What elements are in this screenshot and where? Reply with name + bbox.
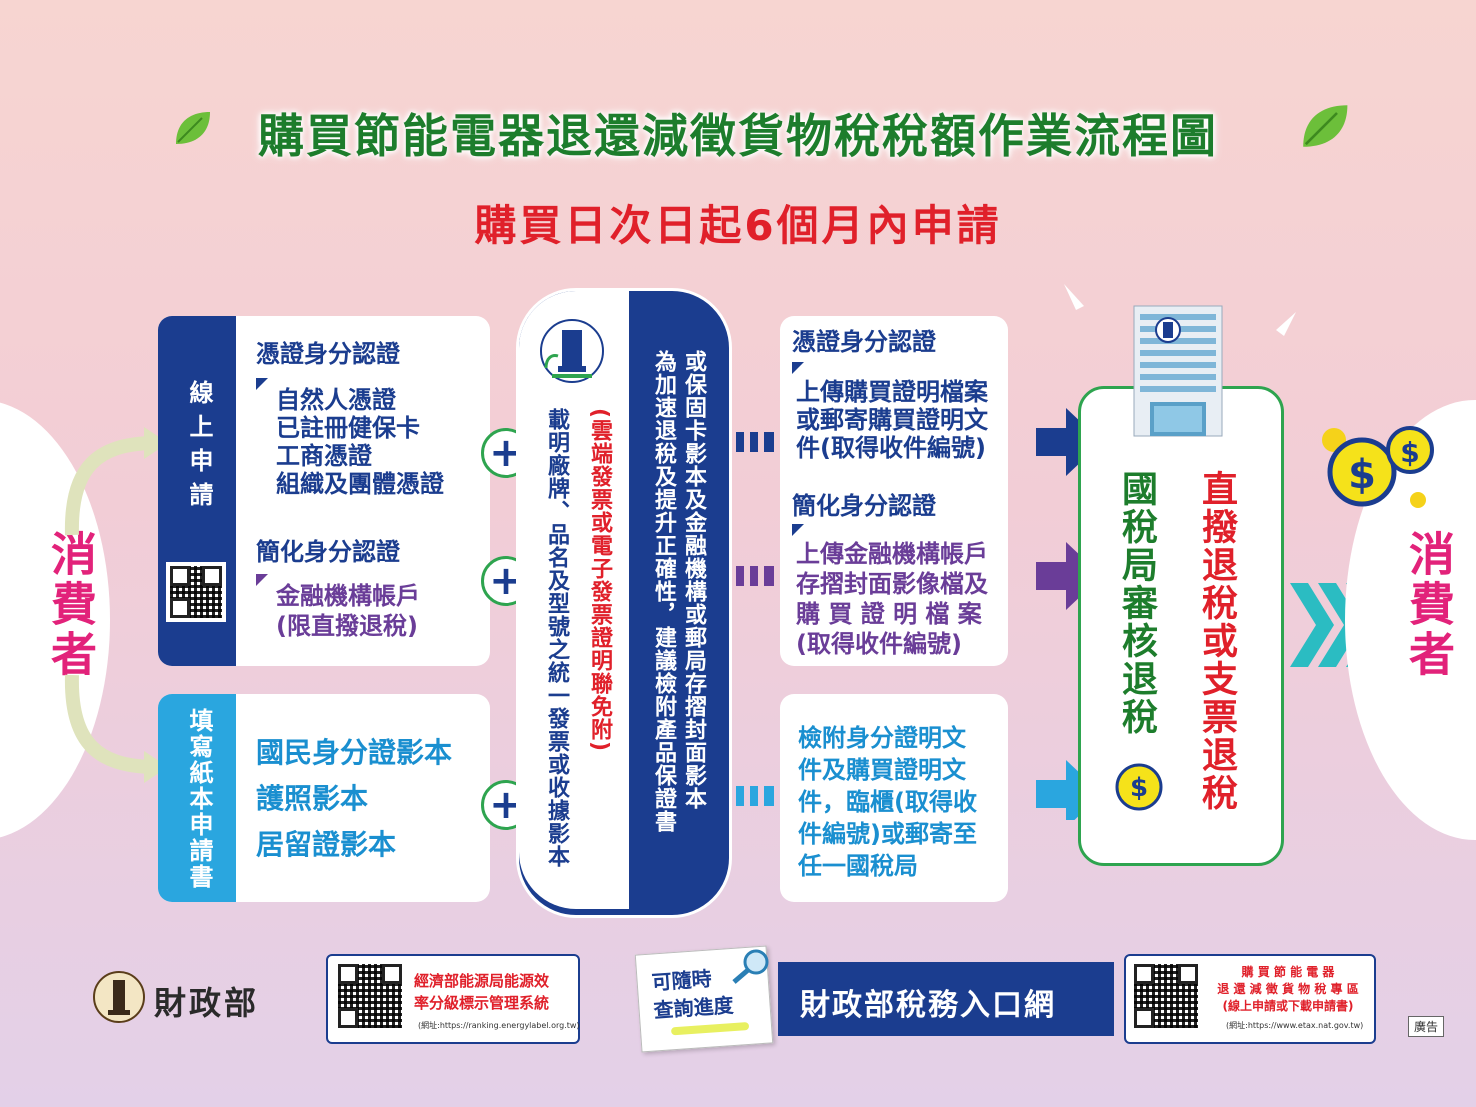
svg-text:$: $ [1348,452,1376,498]
deadline-subtitle: 購買日次日起6個月內申請 [474,201,1002,250]
etax-line: (線上申請或下載申請書) [1222,999,1354,1013]
counter-line: 件及購買證明文 [798,756,966,784]
page-title: 購買節能電器退還減徵貨物稅稅額作業流程圖 [258,109,1218,163]
upload-line-2: (取得收件編號) [796,630,962,658]
energy-line: 經濟部能源局能源效 [414,972,550,990]
online-qr-code[interactable] [166,562,226,622]
energy-url[interactable]: (網址:https://ranking.energylabel.org.tw) [418,1021,580,1030]
paper-item: 護照影本 [256,782,369,815]
simple-item: 金融機構帳戶 [276,582,420,610]
etax-text: 購 買 節 能 電 器 退 還 減 徵 貨 物 稅 專 區 (線上申請或下載申請… [1210,964,1366,1015]
etax-line: 購 買 節 能 電 器 [1241,965,1335,979]
counter-line: 件編號)或郵寄至 [798,820,977,848]
progress-bar [670,1021,750,1036]
e-invoice-exemption-text: (雲端發票或電子發票證明聯免附) [587,408,612,753]
review-text: 國稅局審核退稅 [1116,470,1157,736]
cert-auth-heading-right: 憑證身分認證 [792,328,936,356]
suggestion-text: 為加速退稅及提升正確性，建議檢附產品保證書 [651,350,676,833]
upload-line-2: 上傳金融機構帳戶 [796,540,988,568]
etax-qr-code[interactable] [1132,962,1200,1030]
documents-panel-white [519,291,629,909]
dollar-coin-icon: $ [1115,763,1163,811]
mof-logo [93,971,145,1023]
svg-text:$: $ [1130,773,1148,803]
consumer-label-left: 消費者 [44,530,98,680]
energy-line: 率分級標示管理系統 [414,994,550,1012]
mof-name: 財政部 [154,984,260,1022]
counter-line: 件，臨櫃(取得收 [798,788,977,816]
energy-qr-code[interactable] [336,962,404,1030]
cert-auth-heading: 憑證身分認證 [256,340,400,368]
ad-badge: 廣告 [1408,1016,1445,1037]
bullet-marker [792,362,804,374]
flow-arrows [736,408,1102,820]
counter-card [780,694,1008,902]
refund-method-text: 直撥退稅或支票退稅 [1196,470,1237,812]
cert-item: 自然人憑證 [276,386,396,414]
counter-line: 任一國稅局 [798,852,918,880]
upload-card [780,316,1008,666]
tax-portal-banner[interactable] [778,962,1114,1036]
energy-label-text: 經濟部能源局能源效 率分級標示管理系統 [414,970,549,1014]
invoice-requirement-text: 載明廠牌、品名及型號之統一發票或收據影本 [544,408,569,868]
curved-arrows [64,427,168,783]
online-tab-label: 線上申請 [185,380,213,516]
review-box [1078,386,1284,866]
consumer-label-right: 消費者 [1402,530,1456,680]
tax-portal-name[interactable]: 財政部稅務入口網 [800,988,1056,1023]
simple-auth-heading: 簡化身分認證 [256,538,400,566]
bullet-marker [256,574,268,586]
paper-tab-label: 填寫紙本申請書 [185,708,213,890]
spark-icon [1276,312,1296,336]
counter-line: 檢附身分證明文 [798,724,966,752]
etax-line: 退 還 減 徵 貨 物 稅 專 區 [1217,982,1359,996]
upload-line-2: 存摺封面影像檔及 [796,570,988,598]
paper-item: 居留證影本 [256,828,397,861]
mof-building-logo [540,319,604,383]
upload-line: 或郵寄購買證明文 [796,406,988,434]
warranty-card-text: 或保固卡影本及金融機構或郵局存摺封面影本 [681,350,706,810]
tax-office-building-icon [1133,305,1223,437]
cert-item: 已註冊健保卡 [276,414,420,442]
upload-line: 件(取得收件編號) [796,434,986,462]
money-coins-icon: $ $ [1322,426,1434,508]
upload-line: 上傳購買證明檔案 [796,378,988,406]
paper-item: 國民身分證影本 [256,736,453,769]
cert-item: 組織及團體憑證 [276,470,444,498]
magnifier-icon [732,949,769,984]
simple-item: (限直撥退稅) [276,612,418,640]
progress-line: 查詢進度 [652,992,735,1023]
spark-icon [1064,284,1084,310]
cert-item: 工商憑證 [276,442,372,470]
simple-auth-heading-right: 簡化身分認證 [792,492,936,520]
svg-text:$: $ [1400,436,1419,469]
paper-tab [158,694,236,902]
bullet-marker [792,524,804,536]
leaf-icon [176,112,210,144]
leaf-icon [1303,105,1348,147]
counter-text: 檢附身分證明文 件及購買證明文 件，臨櫃(取得收 件編號)或郵寄至 任一國稅局 [798,722,977,882]
etax-url[interactable]: (網址:https://www.etax.nat.gov.tw) [1226,1021,1364,1030]
upload-line-2: 購 買 證 明 檔 案 [796,600,982,628]
bullet-marker [256,378,268,390]
